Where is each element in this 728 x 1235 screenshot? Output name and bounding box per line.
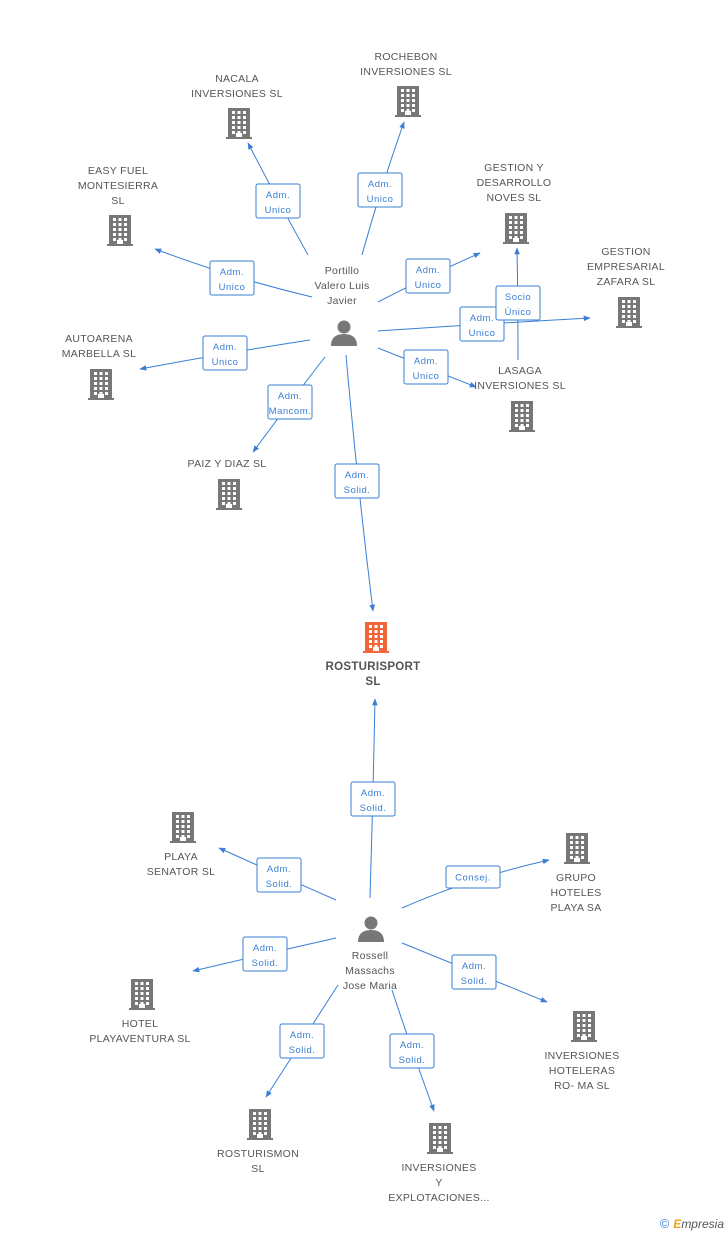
company-building-icon[interactable] xyxy=(427,1123,453,1154)
relation-label[interactable]: Adm.Solid. xyxy=(451,954,497,990)
relation-label-text: Adm.Solid. xyxy=(252,943,279,969)
relation-label[interactable]: Adm.Solid. xyxy=(334,463,380,499)
company-building-icon[interactable] xyxy=(88,369,114,400)
company-building-icon[interactable] xyxy=(395,86,421,117)
relation-label-box xyxy=(403,349,449,385)
relation-label[interactable]: Adm.Solid. xyxy=(279,1023,325,1059)
relation-label[interactable]: Adm.Unico xyxy=(459,306,505,342)
relation-label-text: Adm.Unico xyxy=(469,313,496,339)
company-name-label: PAIZ Y DIAZ SL xyxy=(188,458,267,470)
relation-label-text: Adm.Unico xyxy=(212,342,239,368)
relation-label-box xyxy=(405,258,451,294)
relation-label-box xyxy=(255,183,301,219)
relation-label-box xyxy=(256,857,302,893)
relation-label-box xyxy=(389,1033,435,1069)
relation-label-box xyxy=(279,1023,325,1059)
relation-label-text: Adm.Solid. xyxy=(461,961,488,987)
relation-label[interactable]: Adm.Solid. xyxy=(389,1033,435,1069)
focus-company-building-icon[interactable] xyxy=(363,622,389,653)
relation-label[interactable]: Adm.Unico xyxy=(202,335,248,371)
relation-label-text: Adm.Unico xyxy=(219,267,246,293)
relation-label-box xyxy=(459,306,505,342)
relation-label-box xyxy=(267,384,313,420)
relation-label-text: Consej. xyxy=(455,873,491,884)
company-building-icon[interactable] xyxy=(503,213,529,244)
relation-label-text: Adm.Unico xyxy=(413,356,440,382)
relation-label[interactable]: Adm.Solid. xyxy=(242,936,288,972)
company-building-icon[interactable] xyxy=(226,108,252,139)
relation-label[interactable]: Consej. xyxy=(445,865,501,889)
person-icon[interactable] xyxy=(358,916,384,943)
relation-label-text: Adm.Unico xyxy=(265,190,292,216)
footer-brand[interactable]: © Empresia xyxy=(660,1216,724,1231)
company-building-icon[interactable] xyxy=(107,215,133,246)
company-building-icon[interactable] xyxy=(216,479,242,510)
relation-label[interactable]: Adm.Unico xyxy=(357,172,403,208)
relation-label[interactable]: Adm.Unico xyxy=(255,183,301,219)
relation-label-box xyxy=(451,954,497,990)
relation-label-text: Adm.Unico xyxy=(415,265,442,291)
relation-label[interactable]: Adm.Unico xyxy=(403,349,449,385)
relation-label[interactable]: Adm.Unico xyxy=(209,260,255,296)
company-building-icon[interactable] xyxy=(509,401,535,432)
relation-label-text: Adm.Mancom. xyxy=(269,391,312,417)
relation-label-box xyxy=(357,172,403,208)
company-building-icon[interactable] xyxy=(564,833,590,864)
company-building-icon[interactable] xyxy=(170,812,196,843)
relation-label-box xyxy=(209,260,255,296)
relation-label-box xyxy=(242,936,288,972)
relation-label-text: Adm.Solid. xyxy=(289,1030,316,1056)
relation-label[interactable]: Adm.Solid. xyxy=(256,857,302,893)
relation-label[interactable]: Adm.Solid. xyxy=(350,781,396,817)
relation-label-box xyxy=(350,781,396,817)
relation-label-text: Adm.Solid. xyxy=(399,1040,426,1066)
company-building-icon[interactable] xyxy=(129,979,155,1010)
relation-label-box xyxy=(445,865,501,889)
relation-label-box xyxy=(495,285,541,321)
empresia-logo: Empresia xyxy=(673,1216,724,1231)
relation-label[interactable]: Adm.Mancom. xyxy=(267,384,313,420)
relation-label-text: Adm.Solid. xyxy=(360,788,387,814)
relation-label[interactable]: Adm.Unico xyxy=(405,258,451,294)
relation-label-text: Adm.Unico xyxy=(367,179,394,205)
company-building-icon[interactable] xyxy=(247,1109,273,1140)
relation-label-box xyxy=(202,335,248,371)
company-building-icon[interactable] xyxy=(571,1011,597,1042)
relation-label-box xyxy=(334,463,380,499)
relation-label-text: Adm.Solid. xyxy=(344,470,371,496)
copyright-icon: © xyxy=(659,1216,670,1231)
relation-label-text: Adm.Solid. xyxy=(266,864,293,890)
person-icon[interactable] xyxy=(331,320,357,347)
company-building-icon[interactable] xyxy=(616,297,642,328)
